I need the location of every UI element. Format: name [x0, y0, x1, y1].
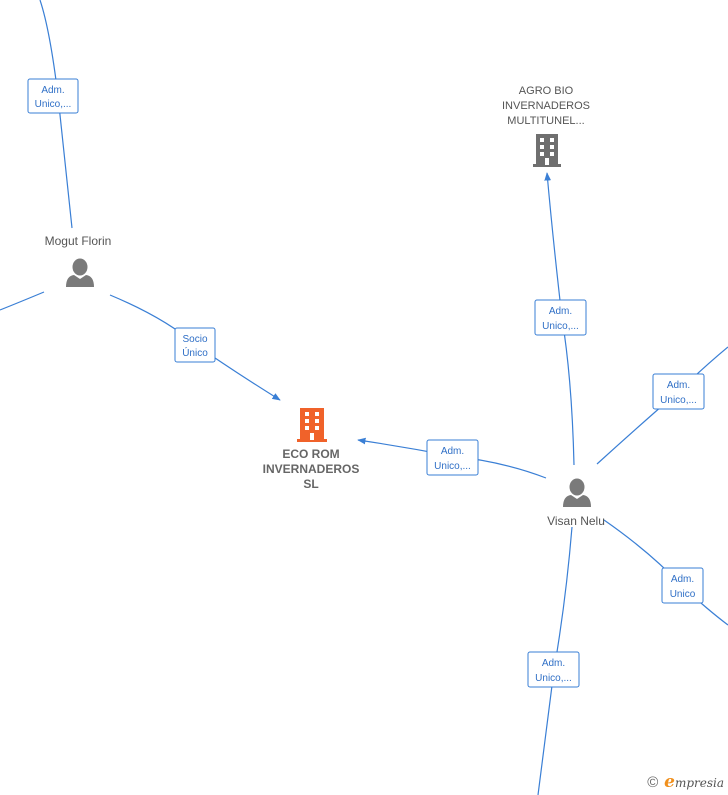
edge-label-visan-to-main[interactable]: Adm. Unico,...	[426, 439, 479, 476]
edge-label-line: Adm.	[41, 85, 64, 96]
edge-label-line: Único	[182, 346, 208, 359]
edge-label-line: Unico,...	[535, 673, 572, 684]
edge-label-line: Unico,...	[434, 461, 471, 472]
edge-mogut-top	[39, 0, 73, 229]
person-icon	[66, 258, 94, 287]
edge-label-line: Adm.	[671, 574, 694, 585]
node-label-line: INVERNADEROS	[263, 462, 360, 476]
copyright-icon: ©	[647, 774, 659, 791]
edge-label-line: Adm.	[549, 306, 572, 317]
edge-mogut-left	[0, 291, 45, 311]
edge-label-visan-to-agro[interactable]: Adm. Unico,...	[534, 299, 587, 336]
brand-logo-initial: e	[664, 772, 675, 792]
brand-logo-text: mpresia	[674, 776, 724, 790]
node-label: Visan Nelu	[547, 514, 605, 528]
node-main-company[interactable]: ECO ROM INVERNADEROS SL	[263, 408, 360, 491]
node-label-line: MULTITUNEL...	[507, 115, 584, 127]
edge-label-visan-lower-right[interactable]: Adm. Unico	[661, 567, 704, 604]
node-agro-bio[interactable]: AGRO BIO INVERNADEROS MULTITUNEL...	[502, 85, 590, 167]
node-label: Mogut Florin	[45, 234, 112, 248]
edge-label-line: Adm.	[441, 446, 464, 457]
edge-label-line: Socio	[182, 334, 207, 345]
edge-label-line: Adm.	[542, 658, 565, 669]
edge-label-line: Unico	[670, 589, 696, 600]
edge-label-mogut-to-main[interactable]: Socio Único	[174, 327, 216, 363]
person-icon	[563, 478, 591, 507]
edge-label-line: Adm.	[667, 380, 690, 391]
node-label-line: ECO ROM	[282, 447, 339, 461]
edge-label-line: Unico,...	[35, 99, 72, 110]
building-icon	[297, 408, 327, 442]
edge-label-visan-upper-right[interactable]: Adm. Unico,...	[652, 373, 705, 410]
node-visan-nelu[interactable]: Visan Nelu	[547, 478, 605, 529]
node-label-line: AGRO BIO	[519, 85, 574, 97]
node-mogut-florin[interactable]: Mogut Florin	[45, 234, 112, 287]
node-label-line: SL	[303, 477, 318, 491]
edge-label-visan-bottom[interactable]: Adm. Unico,...	[527, 651, 580, 688]
brand-footer: © empresia	[647, 772, 724, 792]
node-label-line: INVERNADEROS	[502, 100, 590, 112]
edge-label-mogut-top[interactable]: Adm. Unico,...	[27, 78, 79, 114]
building-icon	[533, 134, 561, 167]
edge-label-line: Unico,...	[660, 395, 697, 406]
edge-label-line: Unico,...	[542, 321, 579, 332]
